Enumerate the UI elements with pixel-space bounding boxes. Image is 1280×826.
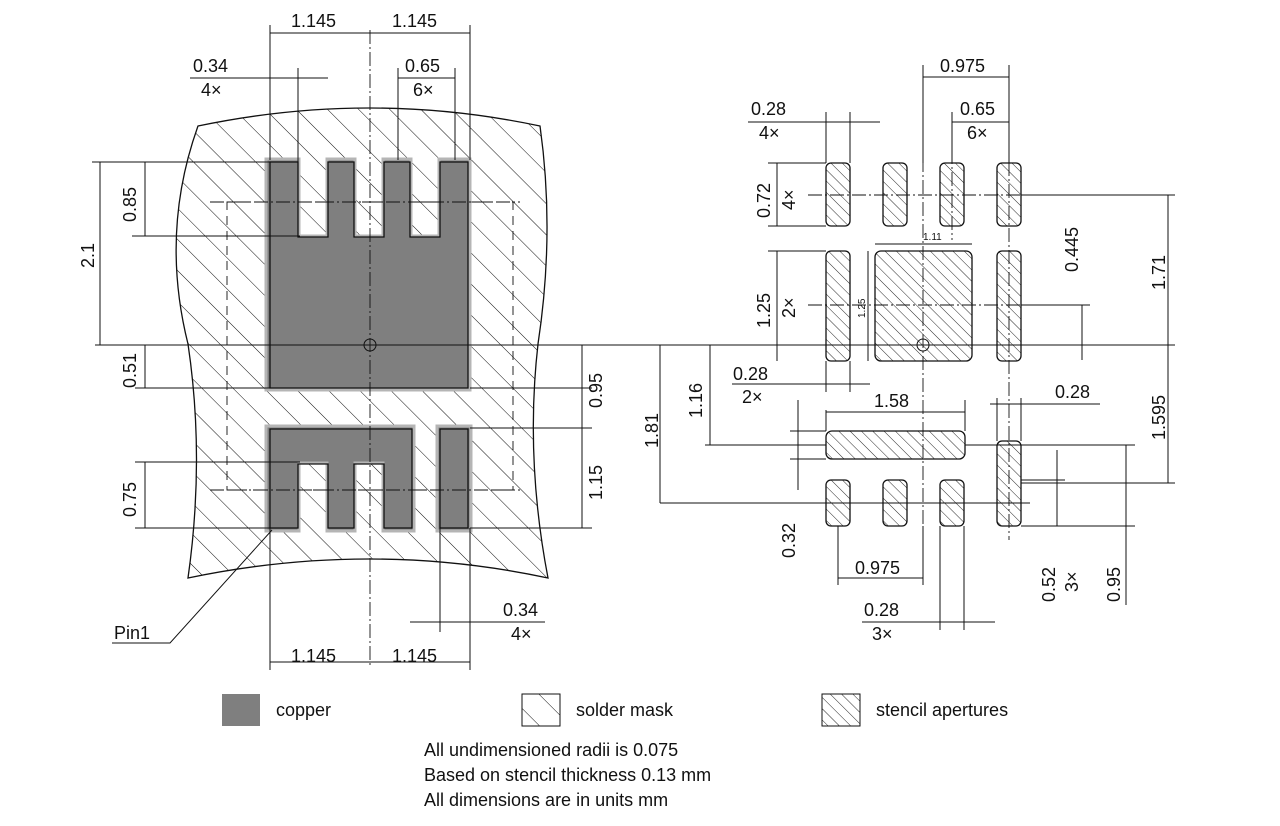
- slot-width-count: 4×: [201, 80, 222, 100]
- legend-stencil-swatch: [821, 693, 861, 727]
- stencil-pad-1: [825, 162, 851, 227]
- lower-copper-pad: [264, 424, 416, 533]
- legend-copper-swatch: [222, 694, 260, 726]
- left-bottom-dimensions: 1.145 1.145 0.34 4× Pin1: [112, 528, 545, 670]
- center-pad-height-label: 1.25: [857, 298, 868, 318]
- offset-445-label: 0.445: [1062, 227, 1082, 272]
- bottom-pad-count: 3×: [872, 624, 893, 644]
- right-origin-marker: [916, 338, 930, 352]
- right-view: 0.975 0.28 4× 0.65 6× 0.72 4× 1.25 2×: [642, 56, 1175, 644]
- note-radii: All undimensioned radii is 0.075: [424, 740, 679, 760]
- upper-copper-pad: [264, 157, 472, 392]
- bottom-pitch-label-1: 1.145: [291, 646, 336, 666]
- height-171-label: 1.71: [1149, 255, 1169, 290]
- pad-height-count: 4×: [779, 189, 799, 210]
- gap-height-label: 0.95: [586, 373, 606, 408]
- stencil-pad-2: [882, 162, 908, 227]
- top-pitch-label-1: 1.145: [291, 11, 336, 31]
- upper-pad-outline: [269, 161, 469, 389]
- center-offset-label: 0.51: [120, 353, 140, 388]
- bottom-width-label: 0.34: [503, 600, 538, 620]
- left-view-right-dimensions: 0.95 1.15: [470, 345, 606, 529]
- top-span-label: 0.975: [940, 56, 985, 76]
- note-units: All dimensions are in units mm: [424, 790, 669, 810]
- slot-pitch-label: 0.65: [405, 56, 440, 76]
- stencil-bar: [825, 430, 966, 460]
- small-copper-pad: [435, 424, 473, 533]
- pin1-label: Pin1: [114, 623, 150, 643]
- center-pad-dimensions: 1.11 1.25: [857, 232, 972, 361]
- left-top-dimensions: 1.145 1.145 0.34 4× 0.65 6×: [190, 11, 471, 162]
- right-left-dimensions: 0.72 4× 1.25 2× 0.28 2× 1.81 1.16 0.32: [642, 162, 1030, 558]
- lower-pad-outline: [269, 428, 413, 529]
- bottom-pad-width-label: 0.28: [864, 600, 899, 620]
- stencil-center-pad: [874, 250, 973, 362]
- bottom-pitch-label-2: 1.145: [392, 646, 437, 666]
- pad-pitch-count: 6×: [967, 123, 988, 143]
- right-bottom-dimensions: 0.975 0.28 3×: [837, 526, 995, 644]
- legend-solder-mask-label: solder mask: [576, 700, 674, 720]
- legend-solder-mask-swatch: [521, 693, 561, 727]
- center-pad-width-label: 1.11: [923, 232, 942, 243]
- height-116-label: 1.16: [686, 383, 706, 418]
- slot-pitch-count: 6×: [413, 80, 434, 100]
- bar-length-label: 1.58: [874, 391, 909, 411]
- lower-slot-depth-label: 0.75: [120, 482, 140, 517]
- small-pad-outline: [439, 428, 469, 529]
- slot-width-label: 0.34: [193, 56, 228, 76]
- bar-dimensions: 1.58 0.28: [825, 382, 1100, 441]
- bottom-width-count: 4×: [511, 624, 532, 644]
- legend: copper solder mask stencil apertures: [222, 693, 1008, 727]
- legend-stencil-label: stencil apertures: [876, 700, 1008, 720]
- side-pad-width-label: 0.28: [733, 364, 768, 384]
- pad-height-label: 0.72: [754, 183, 774, 218]
- side-pad-count: 2×: [779, 297, 799, 318]
- left-side-dimensions: 0.85 2.1 0.51 0.75: [78, 161, 300, 529]
- slot-depth-label: 0.85: [120, 187, 140, 222]
- right-pad-width-label: 0.28: [1055, 382, 1090, 402]
- stencil-side-pad-left: [825, 250, 851, 362]
- left-view: 1.145 1.145 0.34 4× 0.65 6× 0.85 2.1 0.5…: [78, 11, 1175, 670]
- pad-width-count: 4×: [759, 123, 780, 143]
- right-top-dimensions: 0.975 0.28 4× 0.65 6×: [748, 56, 1010, 163]
- top-pitch-label-2: 1.145: [392, 11, 437, 31]
- small-pad-count: 3×: [1062, 571, 1082, 592]
- pad-pitch-label: 0.65: [960, 99, 995, 119]
- upper-height-label: 2.1: [78, 243, 98, 268]
- dim-095-label: 0.95: [1104, 567, 1124, 602]
- legend-copper-label: copper: [276, 700, 331, 720]
- pad-width-label: 0.28: [751, 99, 786, 119]
- right-right-dimensions: 1.71 0.445 1.595 0.52 3× 0.95: [965, 194, 1175, 605]
- lower-height-label: 1.15: [586, 465, 606, 500]
- origin-marker: [363, 338, 377, 352]
- small-pad-height-label: 0.52: [1039, 567, 1059, 602]
- side-pad-height-label: 1.25: [754, 293, 774, 328]
- bottom-span-label: 0.975: [855, 558, 900, 578]
- side-pad-width-count: 2×: [742, 387, 763, 407]
- height-1595-label: 1.595: [1149, 395, 1169, 440]
- bar-height-label: 0.32: [779, 523, 799, 558]
- height-181-label: 1.81: [642, 413, 662, 448]
- note-stencil: Based on stencil thickness 0.13 mm: [424, 765, 712, 785]
